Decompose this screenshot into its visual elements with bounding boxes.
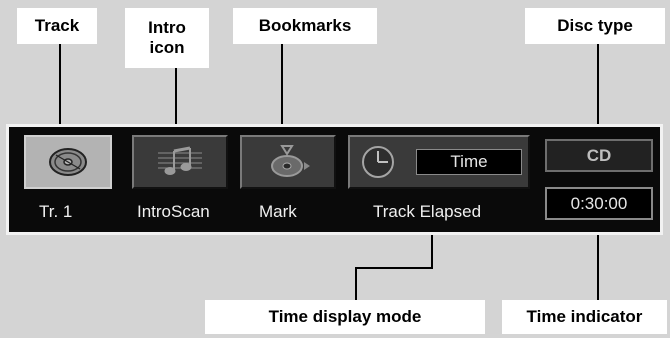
- callout-time-indicator: Time indicator: [502, 300, 667, 334]
- clock-icon: [362, 146, 394, 178]
- time-display-text: Time: [416, 149, 522, 175]
- introscan-button[interactable]: [132, 135, 228, 189]
- mark-label: Mark: [259, 202, 297, 221]
- callout-intro-icon: Intro icon: [125, 8, 209, 68]
- track-label: Tr. 1: [39, 202, 73, 221]
- introscan-label: IntroScan: [137, 202, 210, 221]
- track-button[interactable]: [24, 135, 112, 189]
- disc-type-readout: CD: [545, 139, 653, 172]
- callout-disc-type: Disc type: [525, 8, 665, 44]
- time-mode-button[interactable]: Time: [348, 135, 530, 189]
- time-mode-label: Track Elapsed: [373, 202, 482, 221]
- callout-track: Track: [17, 8, 97, 44]
- status-panel: CD 0:30:00: [537, 124, 663, 235]
- music-notes-icon: [158, 146, 202, 175]
- player-control-panel: Time Tr. 1 IntroScan Mark Track Elapsed: [6, 124, 540, 235]
- callout-bookmarks: Bookmarks: [233, 8, 377, 44]
- callout-time-display-mode: Time display mode: [205, 300, 485, 334]
- bookmark-disc-icon: [271, 145, 310, 177]
- disc-icon: [49, 148, 87, 176]
- bookmark-button[interactable]: [240, 135, 336, 189]
- time-readout: 0:30:00: [545, 187, 653, 220]
- leader-line-time-mode: [355, 226, 433, 300]
